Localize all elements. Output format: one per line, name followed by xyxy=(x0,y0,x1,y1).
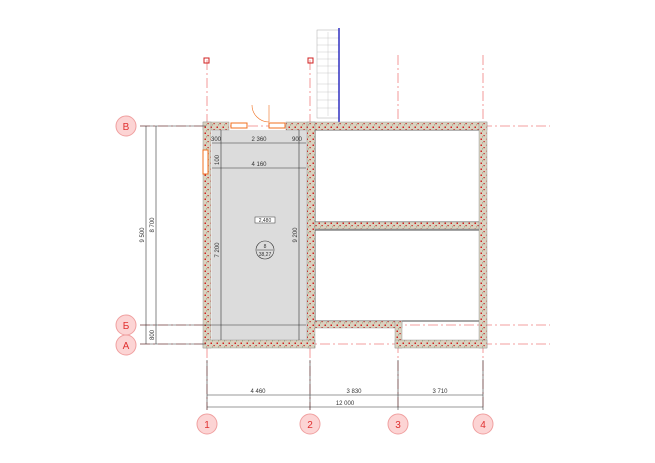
dim-bottom-2: 3 830 xyxy=(346,389,362,395)
dim-bottom-3: 3 710 xyxy=(432,389,448,395)
room-tag-circle xyxy=(255,240,275,260)
axis-label: 4 xyxy=(480,420,486,431)
axis-label: 3 xyxy=(395,420,401,431)
dim-left-main: 8 700 xyxy=(150,217,156,233)
dim-room-top-1: 300 xyxy=(211,137,222,143)
room-upper-right xyxy=(314,129,481,223)
walls xyxy=(202,121,488,349)
dim-bottom-total: 12 000 xyxy=(336,401,355,407)
level-tag: 2,480 xyxy=(259,218,272,224)
axis-bubble-row-v: В xyxy=(115,115,137,137)
axis-bubble-col-4: 4 xyxy=(472,413,494,435)
axis-label: Б xyxy=(123,321,130,332)
dim-room-top-3: 900 xyxy=(292,137,303,143)
room-lower-right xyxy=(314,229,481,322)
dim-left-small: 800 xyxy=(150,329,156,340)
dim-room-height-right: 9 200 xyxy=(293,227,299,243)
dim-room-width: 4 160 xyxy=(251,162,267,168)
stair xyxy=(316,28,340,126)
room-8-floor xyxy=(212,130,307,341)
openings xyxy=(202,104,286,175)
dim-left-total: 9 500 xyxy=(140,227,146,243)
dim-bottom-1: 4 460 xyxy=(250,389,266,395)
axis-label: В xyxy=(123,122,130,133)
axis-bubble-row-b: Б xyxy=(115,314,137,336)
axis-bubble-row-a: А xyxy=(115,334,137,356)
axis-label: 1 xyxy=(204,420,210,431)
dimension-lines xyxy=(140,125,484,410)
room-area: 38,27 xyxy=(259,252,272,258)
column-marker xyxy=(307,57,314,64)
column-marker xyxy=(203,57,210,64)
dim-room-top-2: 2 360 xyxy=(251,137,267,143)
dim-room-height: 7 200 xyxy=(215,242,221,258)
axis-bubble-col-3: 3 xyxy=(387,413,409,435)
level-tag-box xyxy=(254,216,276,224)
dim-room-side-small: 100 xyxy=(215,154,221,165)
axis-bubble-col-1: 1 xyxy=(196,413,218,435)
axis-label: А xyxy=(123,341,130,352)
room-number: 8 xyxy=(264,244,267,250)
axis-bubble-col-2: 2 xyxy=(299,413,321,435)
axis-label: 2 xyxy=(307,420,313,431)
